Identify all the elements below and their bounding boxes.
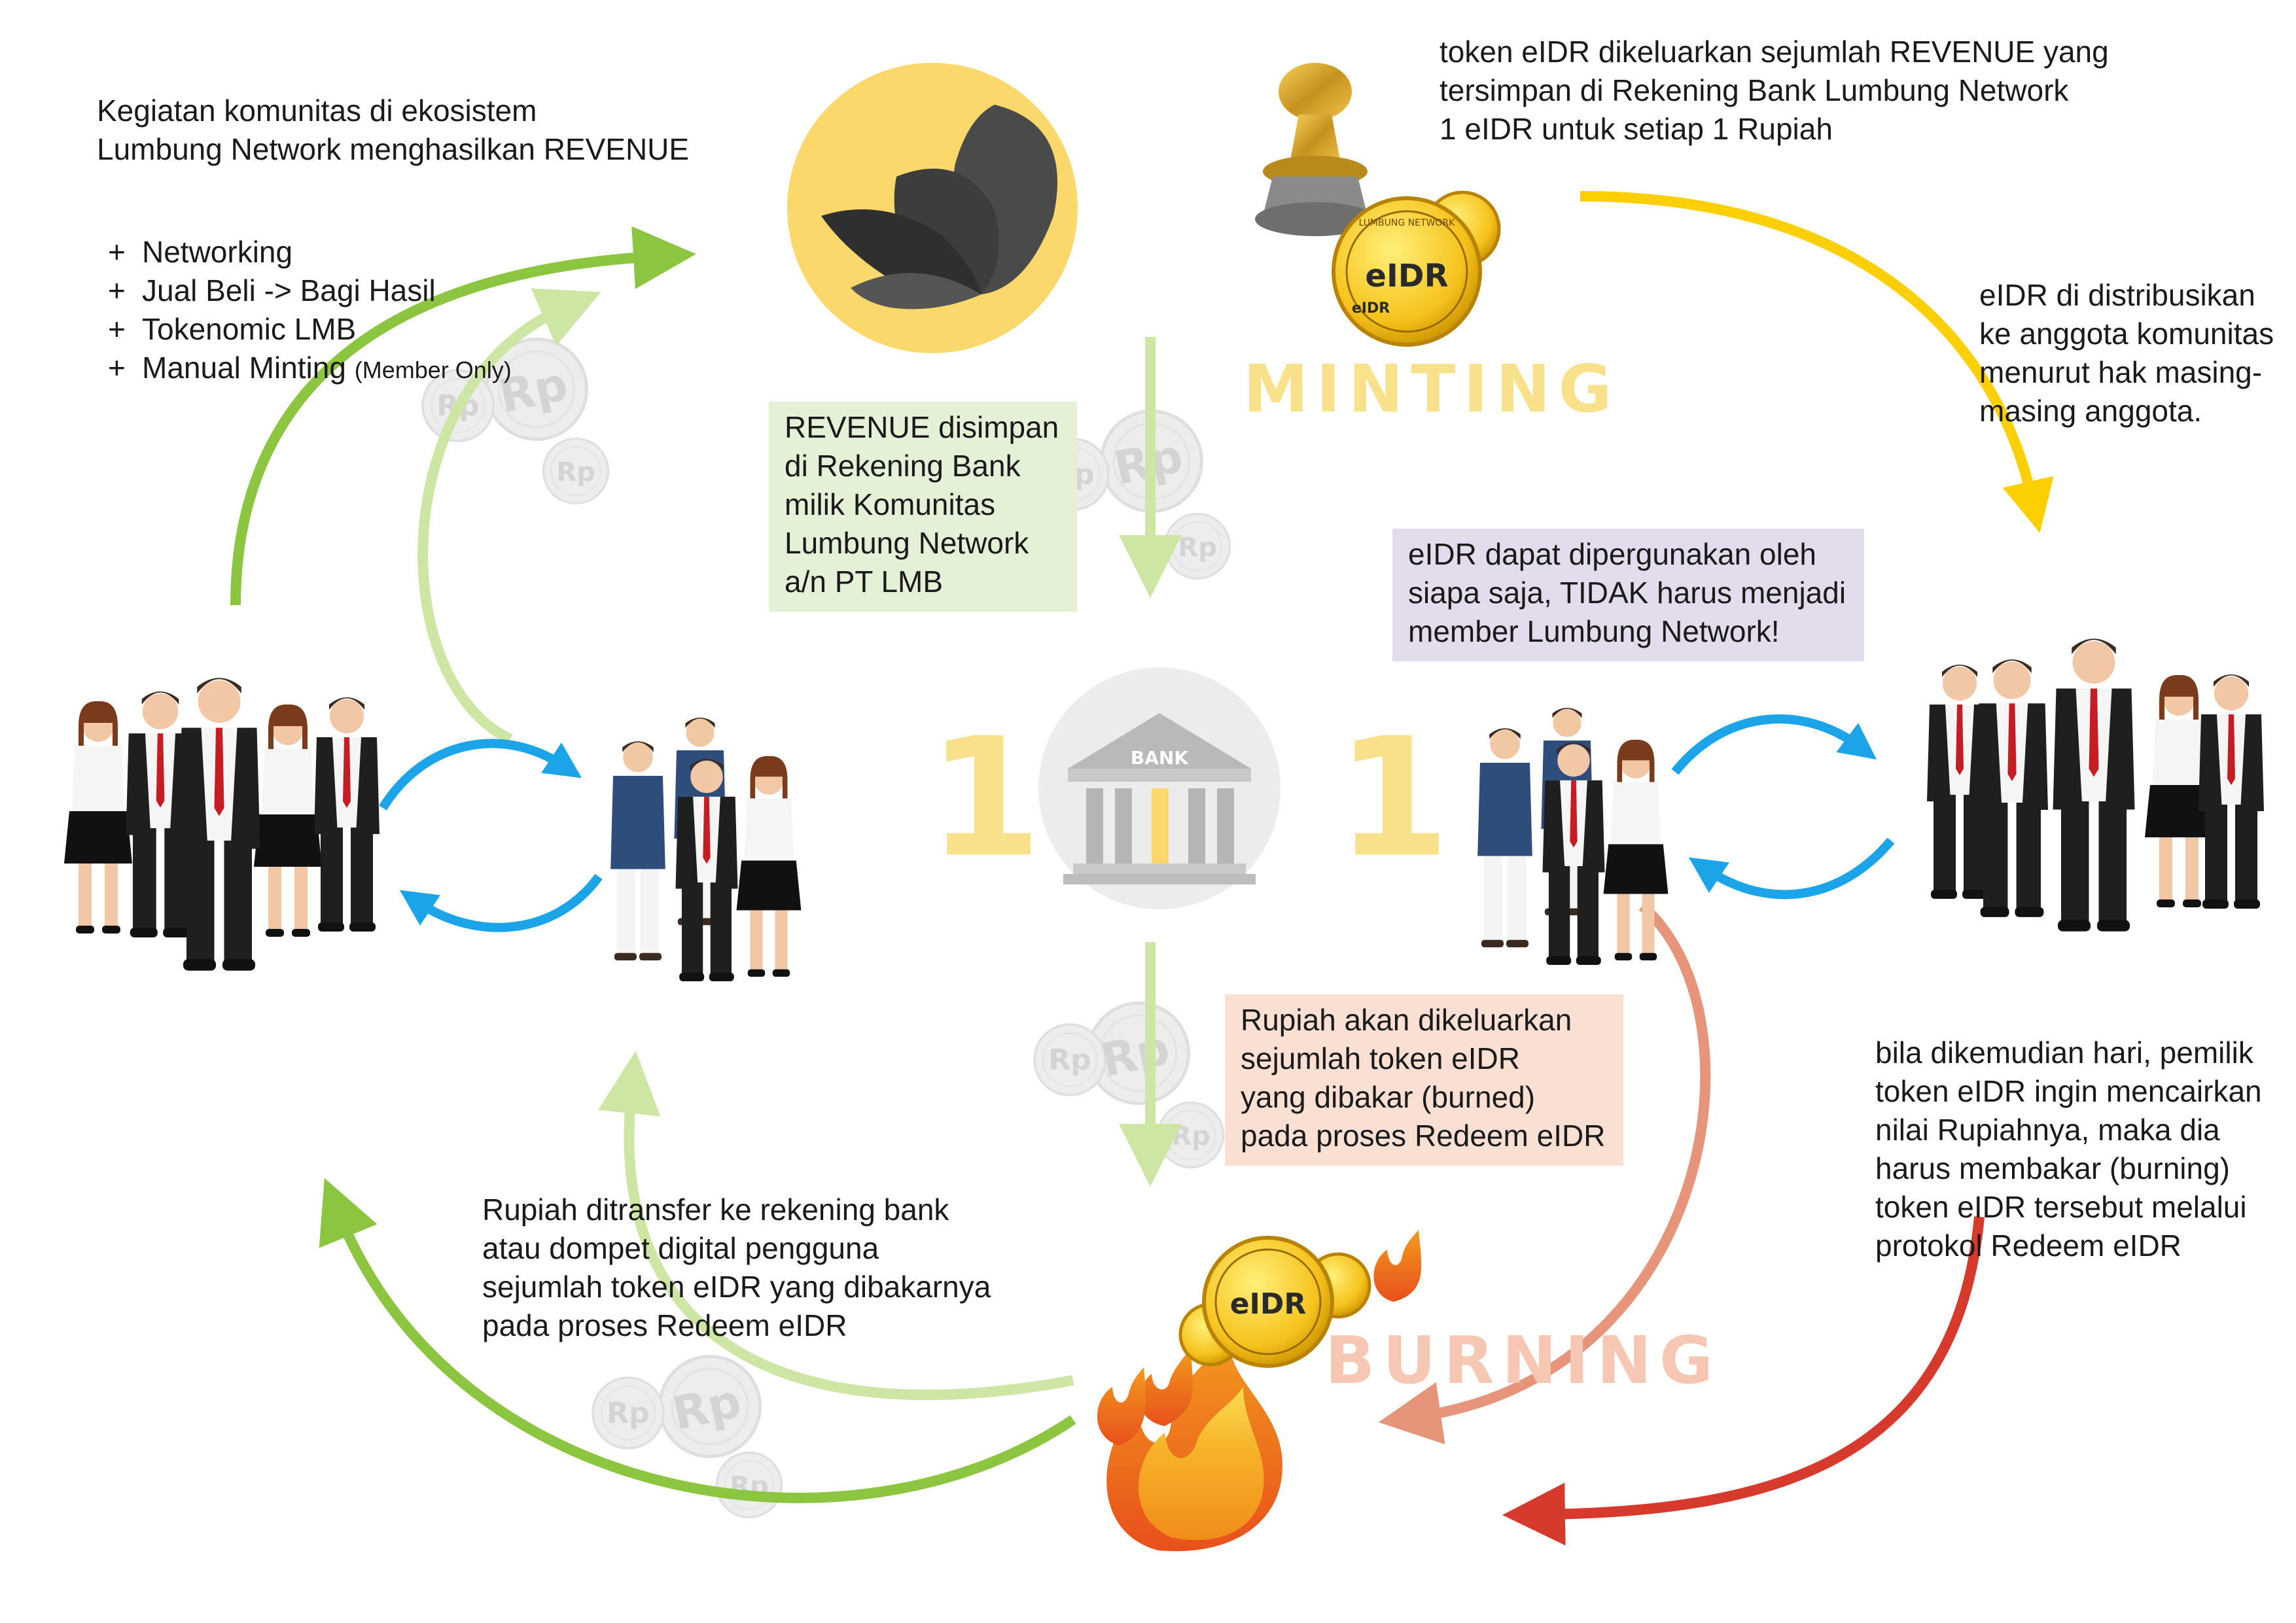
bank-number-right: 1 — [1336, 703, 1450, 893]
list-item: +Jual Beli -> Bagi Hasil — [108, 273, 436, 307]
logo-sun — [787, 63, 1078, 353]
eidr-coin-small-label: eIDR — [1352, 300, 1390, 317]
arrow-distribute-yellow — [1580, 191, 2054, 533]
revenue-source-list: +Networking +Jual Beli -> Bagi Hasil +To… — [108, 233, 512, 389]
eidr-coin-burning-label: eIDR — [1230, 1287, 1307, 1321]
eidr-coin-ring-text: LUMBUNG NETWORK — [1359, 218, 1456, 228]
people-group-center-left — [610, 718, 802, 982]
people-group-center-right — [1477, 708, 1669, 966]
arrow-blue-right-top — [1671, 714, 1877, 775]
arrow-return-green — [319, 1178, 1076, 1503]
minting-label: MINTING — [1243, 351, 1620, 427]
revenue-intro-line: Lumbung Network menghasilkan REVENUE — [97, 132, 690, 166]
rp-coin-label: Rp — [556, 457, 595, 487]
bank-label: BANK — [1131, 747, 1189, 769]
rp-coin-label: Rp — [607, 1397, 649, 1430]
eidr-coin-burning — [1178, 1236, 1371, 1368]
bank-icon — [1038, 667, 1280, 909]
list-item: +Tokenomic LMB — [108, 312, 357, 346]
arrow-blue-left-top — [379, 739, 582, 811]
revenue-intro-line: Kegiatan komunitas di ekosistem — [97, 94, 537, 128]
eidr-coin-label: eIDR — [1365, 258, 1448, 294]
distribution-text: eIDR di distribusikan ke anggota komunit… — [1979, 278, 2274, 428]
arrow-return-lightgreen — [597, 1051, 1074, 1401]
arrow-revenue-green — [230, 226, 696, 606]
arrow-burn-red — [1502, 1216, 1985, 1546]
people-group-right — [1927, 638, 2264, 932]
burning-label: BURNING — [1325, 1322, 1722, 1399]
burn-explanation: bila dikemudian hari, pemilik token eIDR… — [1875, 1036, 2262, 1263]
transfer-explanation: Rupiah ditransfer ke rekening bank atau … — [482, 1193, 991, 1342]
arrow-revenue-lightgreen — [417, 288, 601, 744]
people-group-left — [64, 678, 380, 971]
fire-icon — [1097, 1230, 1422, 1552]
revenue-storage-box: REVENUE disimpan di Rekening Bank milik … — [769, 402, 1078, 612]
minting-description: token eIDR dikeluarkan sejumlah REVENUE … — [1439, 35, 2109, 146]
usage-box: eIDR dapat dipergunakan oleh siapa saja,… — [1392, 529, 1865, 661]
list-item: +Networking — [108, 235, 293, 269]
rp-coin-label: Rp — [1178, 532, 1216, 563]
arrow-blue-right-bottom — [1688, 837, 1895, 899]
list-item: +Manual Minting (Member Only) — [108, 351, 512, 385]
rp-coin-label: Rp — [1171, 1121, 1210, 1151]
bank-number-left: 1 — [928, 703, 1042, 893]
list-item-note: (Member Only) — [354, 357, 512, 383]
arrow-burn-salmon — [1378, 901, 1711, 1444]
arrow-blue-left-bottom — [399, 873, 603, 932]
revenue-intro-text: Kegiatan komunitas di ekosistem Lumbung … — [97, 92, 689, 169]
eidr-coin-minting — [1332, 190, 1501, 347]
stamp-icon — [1255, 63, 1375, 236]
rp-coin-label: Rp — [1048, 1043, 1091, 1077]
redeem-box: Rupiah akan dikeluarkan sejumlah token e… — [1225, 994, 1624, 1166]
